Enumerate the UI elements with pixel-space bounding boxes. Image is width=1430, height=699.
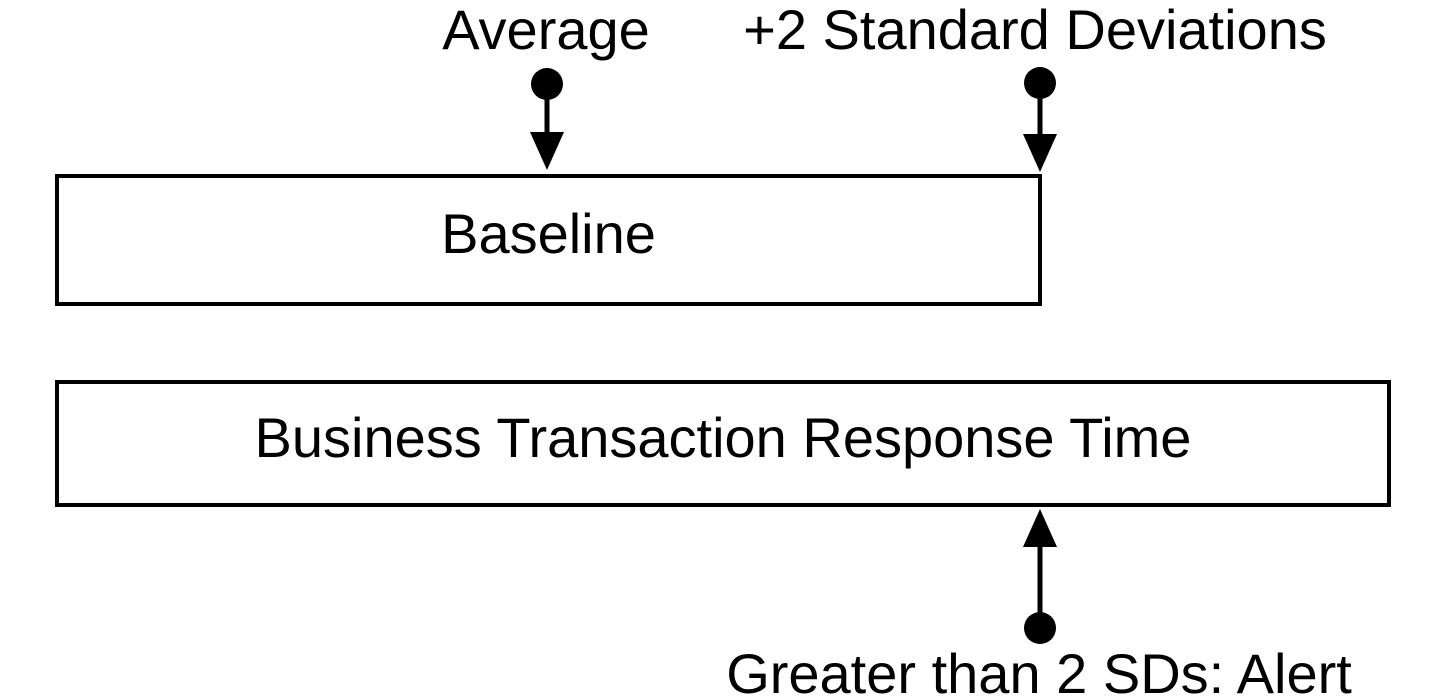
business-transaction-response-time-label: Business Transaction Response Time — [254, 405, 1192, 469]
average-label: Average — [442, 0, 650, 61]
pin-down-arrow-icon — [1023, 67, 1057, 172]
plus-two-standard-deviations-label: +2 Standard Deviations — [743, 0, 1327, 61]
greater-than-2sds-alert-label: Greater than 2 SDs: Alert — [726, 642, 1352, 699]
business-transaction-response-time-box: Business Transaction Response Time — [55, 380, 1391, 507]
pin-up-arrow-icon — [1023, 509, 1057, 644]
pin-down-arrow-icon — [530, 68, 564, 170]
baseline-box: Baseline — [55, 174, 1042, 306]
baseline-box-label: Baseline — [441, 202, 656, 265]
